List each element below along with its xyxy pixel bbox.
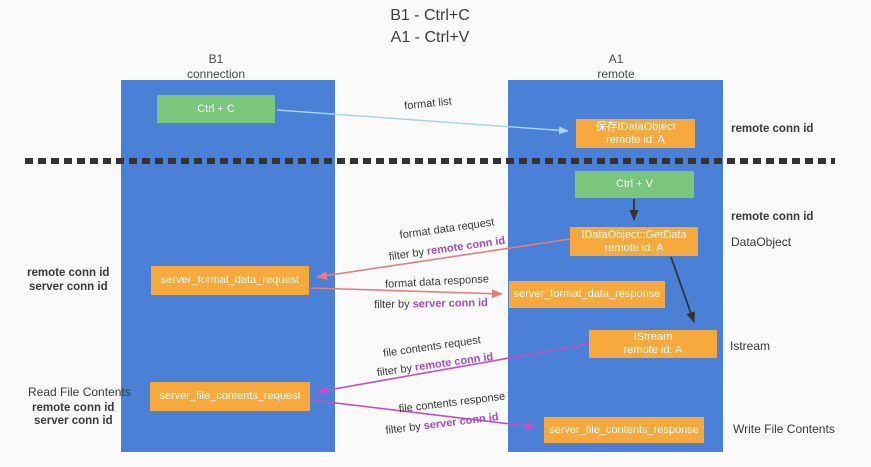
- right-remote-conn-id-top: remote conn id: [731, 123, 814, 135]
- save-dataobject-line1: 保存IDataObject: [595, 120, 676, 133]
- format-data-response-label: format data response: [384, 273, 490, 291]
- istream-line1: IStream: [633, 331, 673, 343]
- server-file-contents-response-box: server_file_contents_response: [544, 417, 704, 443]
- getdata-box: IDataObject::GetData remote id: A: [570, 227, 698, 256]
- server-file-contents-request-label: server_file_contents_request: [159, 390, 301, 402]
- remote-conn-id-text: remote conn id: [426, 234, 506, 258]
- filter-by-text: filter by: [376, 362, 413, 380]
- left-server-conn-id-mid: server conn id: [29, 281, 108, 293]
- title-line-1: B1 - Ctrl+C: [390, 7, 470, 24]
- b1-name: B1: [208, 52, 224, 66]
- left-server-conn-id-bottom: server conn id: [34, 415, 113, 427]
- server-format-data-request-box: server_format_data_request: [151, 266, 309, 295]
- diagram-title: B1 - Ctrl+C A1 - Ctrl+V: [390, 5, 470, 49]
- filter-by-text: filter by: [388, 246, 425, 264]
- istream-line2: remote id: A: [623, 344, 683, 356]
- right-istream-label: Istream: [730, 339, 771, 353]
- server-format-data-request-label: server_format_data_request: [160, 274, 300, 286]
- getdata-line1: IDataObject::GetData: [581, 228, 687, 241]
- ctrl-c-box: Ctrl + C: [157, 95, 275, 123]
- server-conn-id-text: server conn id: [412, 297, 488, 311]
- left-remote-conn-id-mid: remote conn id: [27, 267, 110, 279]
- b1-column-header: B1 connection: [187, 52, 245, 82]
- server-format-data-response-label: server_format_data_response: [513, 288, 661, 300]
- right-write-file-contents-label: Write File Contents: [733, 422, 835, 436]
- ctrl-c-label: Ctrl + C: [197, 102, 235, 115]
- a1-name: A1: [608, 52, 624, 66]
- title-line-2: A1 - Ctrl+V: [390, 29, 470, 46]
- server-conn-id-text: server conn id: [423, 411, 500, 433]
- remote-conn-id-text: remote conn id: [414, 350, 494, 374]
- ctrl-v-box: Ctrl + V: [575, 171, 694, 198]
- dashed-separator: [25, 158, 835, 164]
- left-read-file-contents-label: Read File Contents: [28, 385, 131, 399]
- filter-by-text: filter by: [384, 420, 422, 437]
- ctrl-v-label: Ctrl + V: [616, 178, 653, 190]
- istream-box: IStream remote id: A: [589, 330, 717, 358]
- format-list-label: format list: [403, 95, 453, 113]
- save-dataobject-line2: remote id: A: [606, 133, 665, 146]
- server-format-data-response-box: server_format_data_response: [509, 281, 665, 308]
- a1-subtitle: remote: [597, 67, 635, 81]
- save-dataobject-box: 保存IDataObject remote id: A: [576, 119, 695, 148]
- server-file-contents-request-box: server_file_contents_request: [150, 382, 310, 411]
- server-file-contents-response-label: server_file_contents_response: [549, 423, 699, 436]
- filter-by-text: filter by: [374, 298, 410, 311]
- a1-column-header: A1 remote: [597, 52, 634, 82]
- right-dataobject-label: DataObject: [731, 235, 792, 249]
- left-remote-conn-id-bottom: remote conn id: [32, 402, 115, 414]
- b1-subtitle: connection: [186, 67, 246, 81]
- right-remote-conn-id-mid: remote conn id: [731, 211, 814, 223]
- getdata-line2: remote id: A: [604, 241, 664, 254]
